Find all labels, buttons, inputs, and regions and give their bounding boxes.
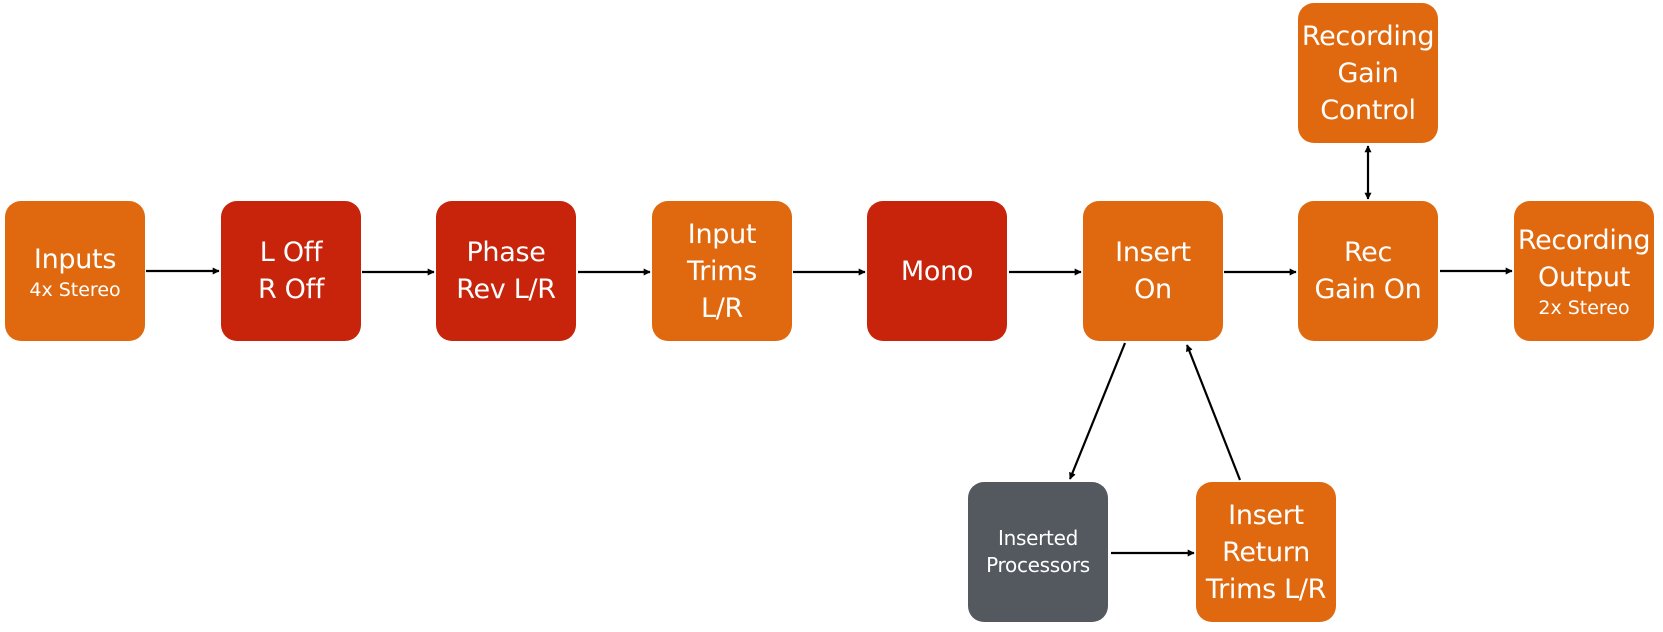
node-recording-gain-control: Recording Gain Control — [1298, 3, 1438, 143]
node-inputs-title: Inputs — [33, 243, 117, 275]
node-phase-rev: Phase Rev L/R — [436, 201, 576, 341]
node-inserted-processors-title: Inserted Processors — [986, 526, 1090, 577]
node-inputs: Inputs 4x Stereo — [5, 201, 145, 341]
edge-insert-return-trims-to-insert-on — [1185, 344, 1242, 481]
node-mono-title: Mono — [900, 255, 974, 287]
node-lr-off-title: L Off R Off — [257, 237, 325, 305]
node-insert-return-trims-title: Insert Return Trims L/R — [1205, 499, 1327, 605]
node-insert-on-title: Insert On — [1115, 237, 1191, 305]
node-recording-output-title: Recording Output — [1517, 225, 1651, 293]
node-lr-off: L Off R Off — [221, 201, 361, 341]
node-input-trims: Input Trims L/R — [652, 201, 792, 341]
node-rec-gain-on: Rec Gain On — [1298, 201, 1438, 341]
node-mono: Mono — [867, 201, 1007, 341]
node-insert-return-trims: Insert Return Trims L/R — [1196, 482, 1336, 622]
node-recording-output: Recording Output 2x Stereo — [1514, 201, 1654, 341]
node-recording-gain-control-title: Recording Gain Control — [1301, 20, 1435, 126]
node-inserted-processors: Inserted Processors — [968, 482, 1108, 622]
edge-insert-on-to-inserted-processors — [1068, 342, 1127, 480]
node-inputs-subtitle: 4x Stereo — [29, 278, 121, 301]
node-input-trims-title: Input Trims L/R — [687, 218, 757, 324]
node-insert-on: Insert On — [1083, 201, 1223, 341]
node-phase-rev-title: Phase Rev L/R — [456, 237, 556, 305]
node-rec-gain-on-title: Rec Gain On — [1314, 237, 1422, 305]
node-recording-output-subtitle: 2x Stereo — [1538, 297, 1630, 319]
